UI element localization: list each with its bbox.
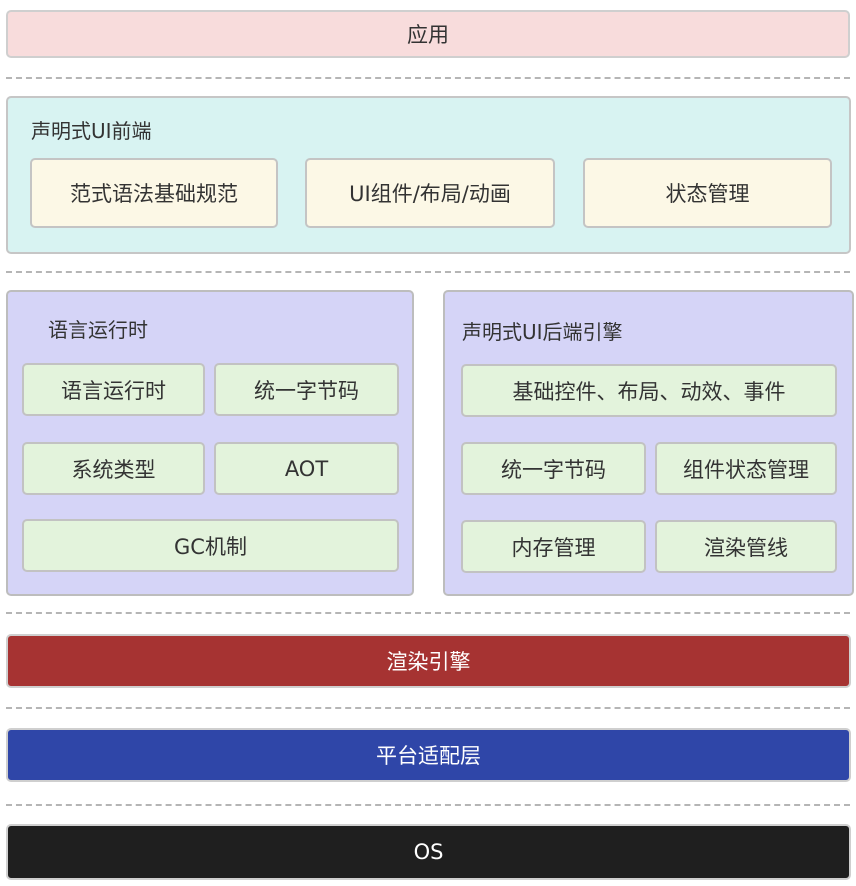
runtime-item-bytecode: 统一字节码	[214, 363, 399, 416]
backend-item-component-state: 组件状态管理	[655, 442, 837, 495]
backend-item-memory: 内存管理	[461, 520, 646, 573]
frontend-item-label: UI组件/布局/动画	[349, 182, 511, 206]
runtime-item-aot: AOT	[214, 442, 399, 495]
layer-divider	[6, 707, 850, 709]
os-layer: OS	[6, 824, 851, 880]
layer-divider	[6, 77, 850, 79]
app-layer-label: 应用	[407, 23, 449, 47]
runtime-item-type-system: 系统类型	[22, 442, 205, 495]
platform-layer: 平台适配层	[6, 728, 851, 782]
runtime-title: 语言运行时	[48, 318, 148, 342]
runtime-item-label: GC机制	[174, 534, 247, 559]
render-engine-layer: 渲染引擎	[6, 634, 851, 688]
frontend-item-syntax: 范式语法基础规范	[30, 158, 278, 228]
os-layer-label: OS	[413, 840, 444, 864]
frontend-title: 声明式UI前端	[31, 119, 152, 143]
runtime-panel: 语言运行时 语言运行时 统一字节码 系统类型 AOT GC机制	[6, 290, 414, 596]
app-layer: 应用	[6, 10, 850, 58]
frontend-item-label: 范式语法基础规范	[70, 182, 238, 206]
backend-item-bytecode: 统一字节码	[461, 442, 646, 495]
layer-divider	[6, 804, 850, 806]
backend-item-pipeline: 渲染管线	[655, 520, 837, 573]
render-engine-label: 渲染引擎	[386, 650, 471, 674]
backend-panel: 声明式UI后端引擎 基础控件、布局、动效、事件 统一字节码 组件状态管理 内存管…	[443, 290, 854, 596]
runtime-item-runtime: 语言运行时	[22, 363, 205, 416]
runtime-item-gc: GC机制	[22, 519, 399, 572]
frontend-item-state: 状态管理	[583, 158, 832, 228]
backend-title: 声明式UI后端引擎	[462, 320, 623, 344]
backend-item-controls: 基础控件、布局、动效、事件	[461, 364, 837, 417]
frontend-panel: 声明式UI前端 范式语法基础规范 UI组件/布局/动画 状态管理	[6, 96, 851, 254]
backend-item-label: 组件状态管理	[683, 457, 809, 482]
runtime-item-label: 统一字节码	[254, 378, 359, 403]
backend-item-label: 渲染管线	[704, 535, 788, 560]
backend-item-label: 内存管理	[511, 535, 596, 560]
layer-divider	[6, 612, 850, 614]
platform-layer-label: 平台适配层	[376, 744, 481, 768]
runtime-item-label: 语言运行时	[61, 378, 166, 403]
backend-item-label: 统一字节码	[501, 457, 606, 482]
frontend-item-components: UI组件/布局/动画	[305, 158, 555, 228]
layer-divider	[6, 271, 850, 273]
frontend-item-label: 状态管理	[665, 182, 750, 206]
runtime-item-label: AOT	[284, 456, 329, 481]
backend-item-label: 基础控件、布局、动效、事件	[512, 379, 786, 404]
runtime-item-label: 系统类型	[71, 457, 156, 482]
